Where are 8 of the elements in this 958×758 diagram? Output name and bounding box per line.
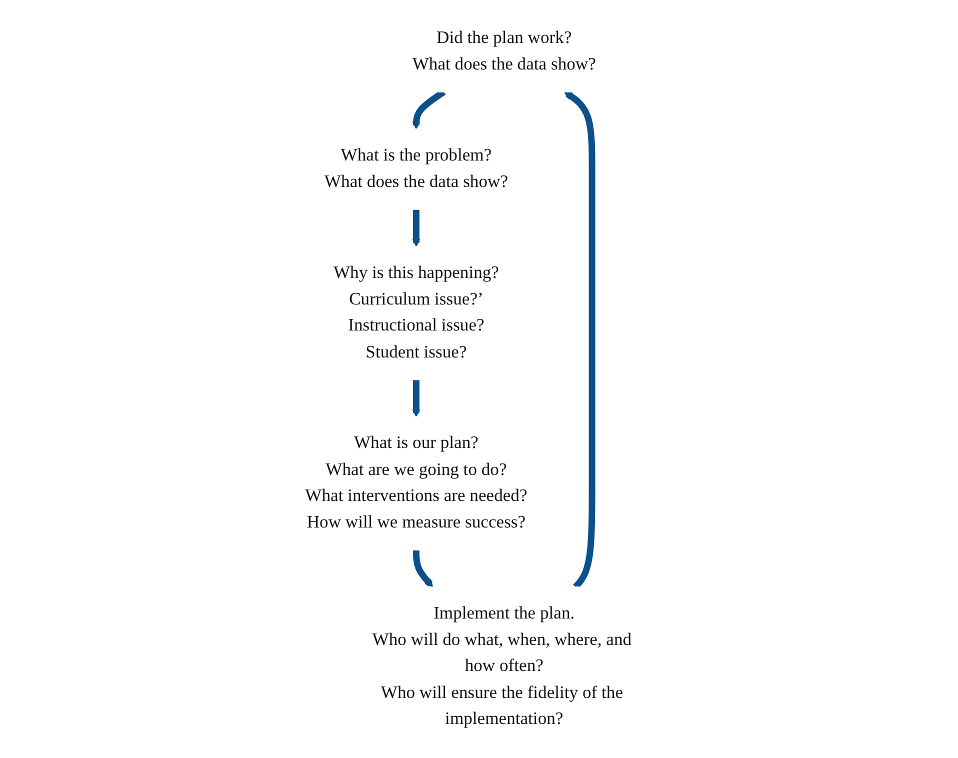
node-text: Implement the plan. Who will do what, when, where, and how often? Who will ensure the fidelity of the implementation? xyxy=(372,604,632,729)
node-text: What is our plan? What are we going to do? What interventions are needed? How will we measure success? xyxy=(305,433,528,532)
arrow xyxy=(413,550,434,588)
node-text: What is the problem? What does the data show? xyxy=(324,146,508,192)
node-text: Did the plan work? What does the data show? xyxy=(412,28,596,74)
node-text: Why is this happening? Curriculum issue?’ Instructional issue? Student issue? xyxy=(334,263,500,362)
arrow xyxy=(412,380,421,418)
arrow xyxy=(412,209,421,247)
